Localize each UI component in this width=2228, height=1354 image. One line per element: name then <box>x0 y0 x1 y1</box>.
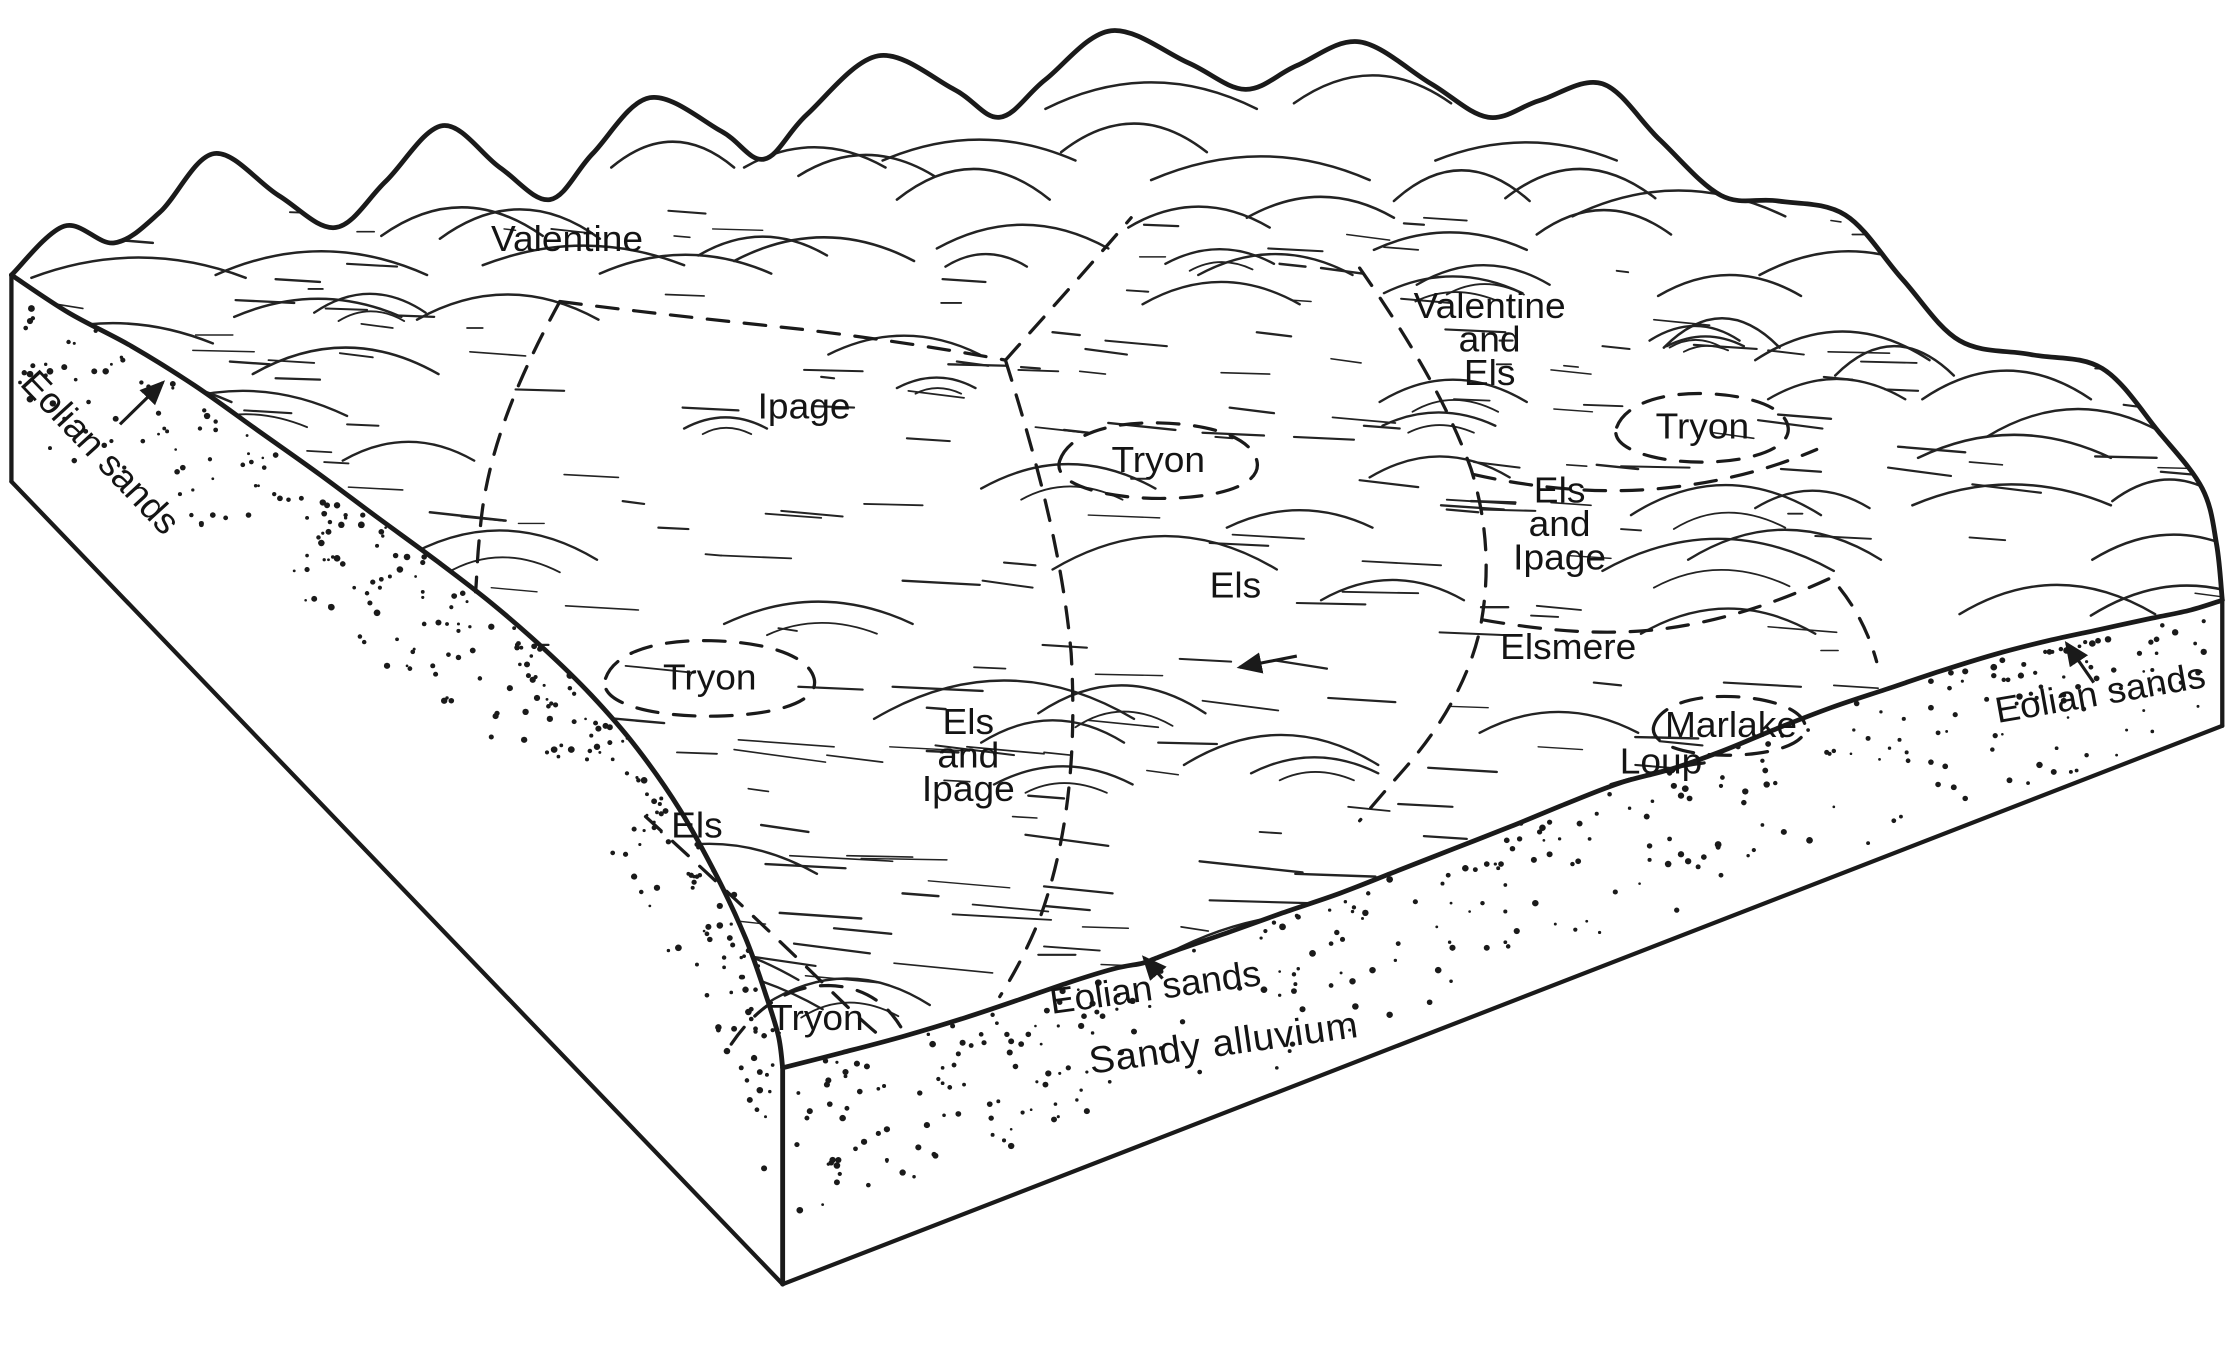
label-els-bottom: Els <box>671 805 723 846</box>
label-marlake: Marlake <box>1665 704 1797 745</box>
label-els-and-ipage-left-2: and <box>937 735 999 776</box>
eolian-sands-bottom-arrow <box>1141 955 1167 981</box>
soil-boundary-loup-marlake <box>1609 760 1713 787</box>
soil-boundary-right-vertical <box>1358 266 1488 823</box>
label-valentine-and-els-3: Els <box>1464 353 1516 394</box>
eolian-sands-right-arrow <box>2064 640 2096 684</box>
annotation-arrows <box>118 380 2096 981</box>
label-valentine-and-els-2: and <box>1459 319 1521 360</box>
label-tryon-left: Tryon <box>663 657 757 698</box>
soil-boundary-left <box>473 299 562 594</box>
eolian-sands-left-arrow <box>118 380 166 426</box>
label-valentine-and-els-1: Valentine <box>1414 286 1566 327</box>
label-tryon-center: Tryon <box>1112 439 1206 480</box>
marlake-outline <box>1651 694 1807 757</box>
soil-boundary-up-back <box>1003 216 1133 362</box>
label-tryon-right: Tryon <box>1656 406 1750 447</box>
label-els-and-ipage-left-3: Ipage <box>922 769 1015 810</box>
soil-boundary-elsmere-upper <box>1480 575 1879 664</box>
label-els-center: Els <box>1210 565 1262 606</box>
label-sandy-alluvium: Sandy alluvium <box>1086 1004 1361 1083</box>
soil-boundary-valentine-ipage <box>558 299 1008 362</box>
sand-stipple <box>18 305 2207 1214</box>
tryon-outline-center <box>1057 421 1259 500</box>
soil-boundary-valentineels-elsipage <box>1472 447 1819 493</box>
label-els-and-ipage-right-1: Els <box>1534 470 1586 511</box>
soil-boundary-tryon-bottom-arc <box>729 983 905 1046</box>
tryon-outline-right <box>1614 391 1790 464</box>
soil-boundaries <box>473 216 1879 1046</box>
soil-boundary-center-vertical <box>998 358 1075 999</box>
label-elsmere: Elsmere <box>1500 626 1636 667</box>
label-eolian-sands-bottom: Eolian sands <box>1047 953 1263 1022</box>
label-ipage: Ipage <box>758 386 851 427</box>
surface-pointer-arrow <box>1236 652 1298 674</box>
label-els-and-ipage-right-3: Ipage <box>1513 537 1606 578</box>
label-tryon-bottom: Tryon <box>770 998 864 1039</box>
label-eolian-sands-left: Eolian sands <box>13 362 188 542</box>
block-edges <box>8 28 2225 1287</box>
label-els-and-ipage-right-2: and <box>1529 503 1591 544</box>
label-els-and-ipage-left-1: Els <box>943 702 995 743</box>
label-loup: Loup <box>1620 741 1703 782</box>
label-valentine: Valentine <box>491 219 643 260</box>
tryon-outline-left <box>603 639 817 718</box>
dune-texture <box>11 74 2225 1071</box>
